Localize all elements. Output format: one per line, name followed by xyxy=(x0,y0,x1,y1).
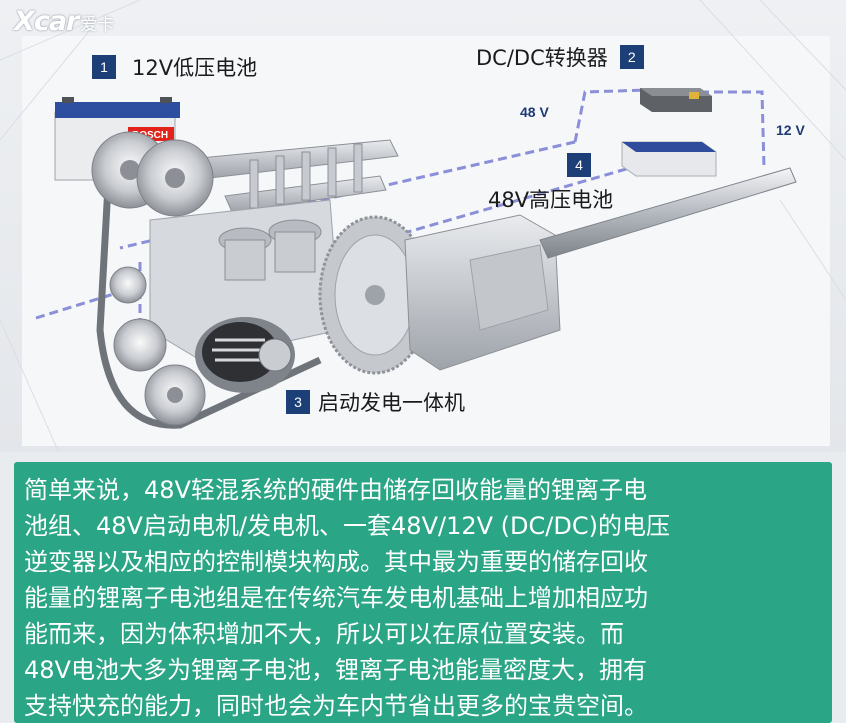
xcar-logo: Xcar 爱卡 xyxy=(14,6,114,40)
callout-number: 2 xyxy=(619,45,644,69)
callout-12v-battery: 1 12V低压电池 xyxy=(92,52,257,82)
caption-text: 简单来说，48V轻混系统的硬件由储存回收能量的锂离子电池组、48V启动电机/发电… xyxy=(14,462,832,723)
pulleys xyxy=(91,131,214,426)
callout-48v-battery-number: 4 xyxy=(567,153,591,177)
callout-dcdc-converter: DC/DC转换器 2 xyxy=(476,42,644,72)
caption-line: 能而来，因为体积增加不大，所以可以在原位置安装。而 xyxy=(24,620,624,648)
battery-48v xyxy=(621,141,717,177)
battery-brand: BOSCH xyxy=(132,130,168,141)
callout-number: 3 xyxy=(286,390,310,414)
caption-line: 简单来说，48V轻混系统的硬件由储存回收能量的锂离子电 xyxy=(24,476,647,504)
callout-starter-generator: 3 启动发电一体机 xyxy=(286,387,465,417)
caption-line: 支持快充的能力，同时也会为车内节省出更多的宝贵空间。 xyxy=(24,692,648,720)
engine-block xyxy=(149,199,341,361)
logo-latin: Xcar xyxy=(14,6,79,37)
callout-48v-battery-label: 48V高压电池 xyxy=(488,184,613,214)
callout-number: 1 xyxy=(92,55,116,79)
dcdc-converter xyxy=(640,88,712,112)
voltage-label-48v: 48 V xyxy=(520,104,549,120)
powertrain-illustration: BOSCH xyxy=(0,0,846,455)
callout-label: 启动发电一体机 xyxy=(318,391,465,415)
drive-shaft xyxy=(539,167,797,259)
caption-line: 池组、48V启动电机/发电机、一套48V/12V (DC/DC)的电压 xyxy=(24,512,670,540)
callout-label: 48V高压电池 xyxy=(488,188,614,212)
flywheel xyxy=(318,215,432,375)
transmission xyxy=(404,214,561,371)
network-pattern xyxy=(0,0,846,455)
voltage-label-12v: 12 V xyxy=(776,122,805,138)
callout-number: 4 xyxy=(567,153,591,177)
callout-label: DC/DC转换器 xyxy=(476,46,608,70)
caption-line: 能量的锂离子电池组是在传统汽车发电机基础上增加相应功 xyxy=(24,584,648,612)
camshaft xyxy=(199,139,399,213)
starter-generator xyxy=(195,317,295,393)
logo-cn: 爱卡 xyxy=(80,15,115,35)
caption-line: 逆变器以及相应的控制模块构成。其中最为重要的储存回收 xyxy=(24,548,648,576)
caption-box: 简单来说，48V轻混系统的硬件由储存回收能量的锂离子电池组、48V启动电机/发电… xyxy=(14,462,832,723)
callout-label: 12V低压电池 xyxy=(132,56,258,80)
caption-line: 48V电池大多为锂离子电池，锂离子电池能量密度大，拥有 xyxy=(24,656,647,684)
